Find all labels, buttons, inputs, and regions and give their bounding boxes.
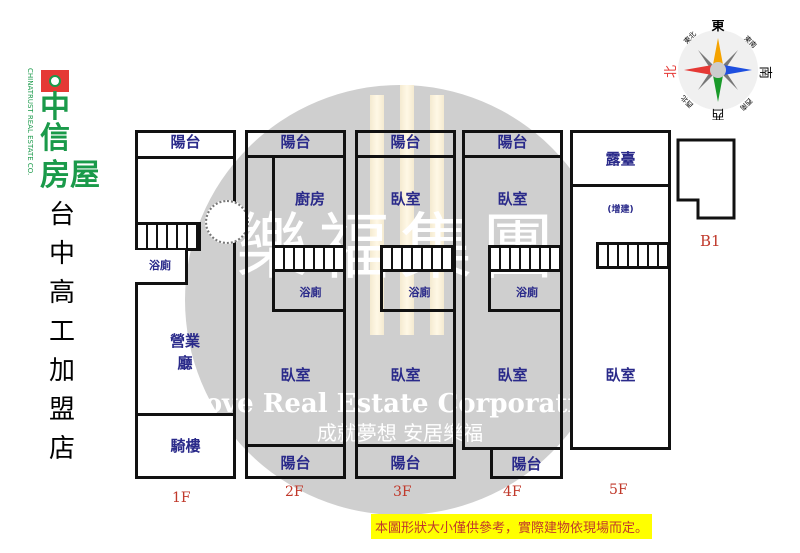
store-name: 台中高工加盟店	[48, 200, 75, 464]
room-balcony: 陽台	[245, 130, 346, 158]
disclaimer-note: 本圖形狀大小僅供參考，實際建物依現場而定。	[371, 514, 653, 539]
logo-emblem	[41, 70, 69, 92]
stairs	[488, 245, 563, 272]
compass-s: 西	[711, 106, 724, 120]
room-bathroom: 浴廁	[488, 272, 563, 312]
door	[205, 200, 249, 244]
floor-label-2f: 2F	[285, 484, 304, 500]
room-bedroom: 臥室	[497, 366, 528, 384]
room-bathroom: 浴廁	[272, 272, 346, 312]
room-hall: 營業 廳	[169, 332, 200, 372]
floor-label-b1: B1	[700, 232, 721, 250]
stairs	[135, 222, 201, 251]
room-bedroom: 臥室	[497, 190, 528, 208]
floor-5f-fill	[570, 130, 671, 450]
room-bathroom: 浴廁	[380, 272, 456, 312]
wall	[272, 157, 275, 247]
logo-english: CHINATRUST REAL ESTATE CO.	[26, 68, 34, 176]
watermark-bar	[400, 85, 414, 335]
room-balcony: 陽台	[135, 130, 236, 159]
room-bedroom: 臥室	[390, 366, 421, 384]
stairs	[596, 242, 671, 269]
stairs	[380, 245, 456, 272]
room-bedroom: 臥室	[605, 366, 636, 384]
room-arcade: 騎樓	[135, 413, 236, 479]
room-bedroom: 臥室	[390, 190, 421, 208]
room-bedroom: 臥室	[280, 366, 311, 384]
logo-brand: 中信	[40, 90, 70, 156]
room-balcony: 陽台	[490, 447, 563, 479]
stairs	[272, 245, 346, 272]
floor-label-3f: 3F	[393, 484, 412, 500]
room-balcony: 陽台	[462, 130, 563, 158]
room-balcony: 陽台	[355, 444, 456, 479]
room-bathroom: 浴廁	[135, 250, 188, 285]
room-balcony: 陽台	[245, 444, 346, 479]
compass-e: 南	[757, 66, 773, 79]
watermark-english: Love Real Estate Corporation	[186, 389, 614, 419]
room-balcony: 陽台	[355, 130, 456, 158]
room-extension: (增建)	[607, 205, 634, 215]
floor-label-1f: 1F	[172, 490, 191, 506]
compass-w: 北	[664, 65, 679, 78]
floor-label-4f: 4F	[503, 484, 522, 500]
room-kitchen: 廚房	[294, 190, 325, 208]
floor-b1	[676, 138, 736, 220]
compass-icon: 東 南 西 北 東北 東南 西北 西南	[664, 20, 773, 120]
logo-brand-line2: 房屋	[40, 158, 100, 193]
compass-n: 東	[711, 20, 724, 34]
room-terrace: 露臺	[570, 130, 671, 187]
floor-label-5f: 5F	[609, 482, 628, 498]
